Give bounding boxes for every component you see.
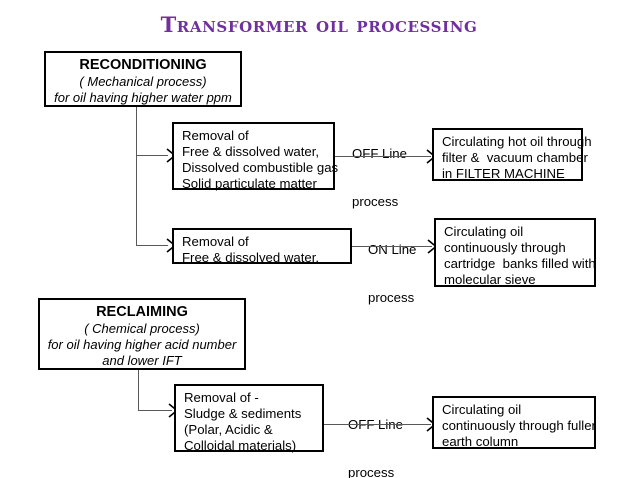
- label-online-process-line-1: ON Line: [368, 242, 417, 257]
- connector-reclaiming-trunk: [138, 370, 139, 411]
- connector-reclaiming-step-to-fuller-earth: [324, 424, 431, 425]
- fuller-earth-line-2: continuously through fuller: [442, 418, 596, 433]
- label-online-process-line-2: process: [368, 290, 415, 305]
- filter-machine-line-2: filter & vacuum chamber: [442, 150, 588, 165]
- page-title: Transformer oil processing: [160, 12, 478, 37]
- reconditioning-line-1: ( Mechanical process): [79, 74, 207, 89]
- box-reconditioning-online-step: Removal of Free & dissolved water,: [172, 228, 352, 265]
- offline-step-line-3: Dissolved combustible gas: [182, 160, 339, 175]
- offline-step-line-2: Free & dissolved water,: [182, 144, 320, 159]
- filter-machine-line-1: Circulating hot oil through: [442, 134, 592, 149]
- box-reclaiming-step: Removal of - Sludge & sediments (Polar, …: [174, 384, 324, 453]
- connector-reconditioning-trunk: [136, 107, 137, 246]
- reclaiming-step-line-4: Colloidal materials): [184, 438, 297, 453]
- connector-reconditioning-branch-top: [136, 155, 168, 156]
- reclaiming-line-2: for oil having higher acid number: [47, 337, 237, 352]
- box-reclaiming: RECLAIMING ( Chemical process) for oil h…: [38, 298, 246, 370]
- box-reconditioning: RECONDITIONING ( Mechanical process) for…: [44, 51, 242, 107]
- label-offline-process-top-line-1: OFF Line: [352, 146, 407, 161]
- cartridge-banks-line-2: continuously through: [444, 240, 566, 255]
- label-online-process: ON Line process: [368, 210, 416, 338]
- reconditioning-heading: RECONDITIONING: [79, 57, 207, 73]
- label-offline-process-top: OFF Line process: [352, 114, 407, 242]
- connector-reconditioning-branch-bottom: [136, 245, 168, 246]
- box-filter-machine: Circulating hot oil through filter & vac…: [432, 128, 592, 181]
- fuller-earth-line-1: Circulating oil: [442, 402, 522, 417]
- cartridge-banks-line-4: molecular sieve: [444, 272, 536, 287]
- reclaiming-step-line-3: (Polar, Acidic &: [184, 422, 273, 437]
- reclaiming-heading: RECLAIMING: [96, 304, 188, 320]
- offline-step-line-4: Solid particulate matter: [182, 176, 317, 191]
- offline-step-line-1: Removal of: [182, 128, 249, 143]
- online-step-line-2: Free & dissolved water,: [182, 250, 320, 265]
- label-offline-process-bottom: OFF Line process: [348, 385, 403, 478]
- reclaiming-step-line-1: Removal of -: [184, 390, 259, 405]
- reconditioning-line-2: for oil having higher water ppm: [54, 90, 232, 105]
- connector-reclaiming-branch: [138, 410, 172, 411]
- reclaiming-step-line-2: Sludge & sediments: [184, 406, 302, 421]
- fuller-earth-line-3: earth column: [442, 434, 519, 449]
- cartridge-banks-line-1: Circulating oil: [444, 224, 524, 239]
- label-offline-process-bottom-line-1: OFF Line: [348, 417, 403, 432]
- connector-online-step-to-cartridge-banks: [352, 246, 432, 247]
- online-step-line-1: Removal of: [182, 234, 249, 249]
- cartridge-banks-line-3: cartridge banks filled with: [444, 256, 596, 271]
- connector-offline-step-to-filter-machine: [335, 156, 431, 157]
- box-cartridge-banks: Circulating oil continuously through car…: [434, 218, 596, 287]
- reclaiming-line-3: and lower IFT: [102, 353, 182, 368]
- label-offline-process-bottom-line-2: process: [348, 465, 395, 478]
- label-offline-process-top-line-2: process: [352, 194, 399, 209]
- filter-machine-line-3: in FILTER MACHINE: [442, 166, 565, 181]
- box-fuller-earth-column: Circulating oil continuously through ful…: [432, 396, 596, 449]
- reclaiming-line-1: ( Chemical process): [84, 321, 200, 336]
- box-reconditioning-offline-step: Removal of Free & dissolved water, Disso…: [172, 122, 339, 191]
